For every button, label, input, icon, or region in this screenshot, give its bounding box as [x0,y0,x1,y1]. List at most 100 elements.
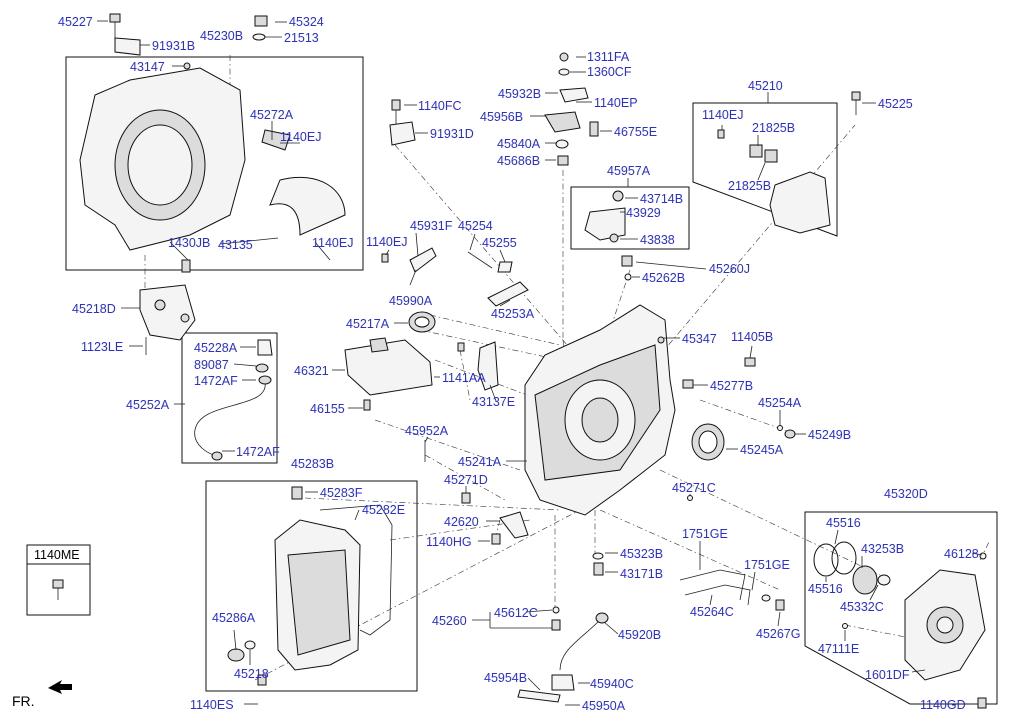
part-label-45227: 45227 [58,15,93,29]
oil-filter-46321 [344,337,433,411]
oil-pan-part [227,486,393,686]
part-label-45217A: 45217A [346,317,390,331]
part-label-45686B: 45686B [497,154,540,168]
bracket-group-box [570,186,690,250]
part-label-45264C: 45264C [690,605,734,619]
part-label-1601DF: 1601DF [865,668,910,682]
part-label-42620: 42620 [444,515,479,529]
speed-sensor-part [544,52,599,166]
part-label-45255: 45255 [482,236,517,250]
mount-bracket-part [139,284,196,355]
part-label-45228A: 45228A [194,341,238,355]
part-label-1141AA: 1141AA [442,371,486,385]
part-label-45262B: 45262B [642,271,685,285]
part-label-46128: 46128 [944,547,979,561]
part-label-45954B: 45954B [484,671,527,685]
part-label-45952A: 45952A [405,424,449,438]
part-number-labels: 45227 45324 91931B 45230B 21513 43147 45… [58,15,979,713]
part-label-45324: 45324 [289,15,324,29]
part-label-47111E: 47111E [818,642,859,656]
transaxle-case-part [524,304,756,516]
part-label-45516-a: 45516 [826,516,861,530]
part-label-46321: 46321 [294,364,329,378]
cover-group-box [692,102,838,237]
part-label-45218D: 45218D [72,302,116,316]
part-label-45956B: 45956B [480,110,523,124]
front-label: FR. [12,693,35,709]
part-label-1140HG: 1140HG [426,535,472,549]
part-label-45931F: 45931F [410,219,453,233]
oil-hose-part [194,339,273,461]
part-label-45271D: 45271D [444,473,488,487]
part-label-43171B: 43171B [620,567,663,581]
part-label-45252A: 45252A [126,398,170,412]
front-arrow-icon [48,680,72,694]
part-label-45516-b: 45516 [808,582,843,596]
part-label-45271C: 45271C [672,481,716,495]
part-label-1751GE-b: 1751GE [744,558,790,572]
part-label-45254A: 45254A [758,396,802,410]
part-label-45249B: 45249B [808,428,851,442]
part-label-45920B: 45920B [618,628,661,642]
part-label-45347: 45347 [682,332,717,346]
part-label-21825B-a: 21825B [752,121,795,135]
part-label-45282E: 45282E [362,503,405,517]
rear-cover-45320D [813,541,987,709]
part-label-45260J: 45260J [709,262,750,276]
part-label-43135: 43135 [218,238,253,252]
part-label-45283B: 45283B [291,457,334,471]
part-label-1140FC: 1140FC [418,99,462,113]
legend-code: 1140ME [34,548,80,562]
legend-box [26,544,91,616]
bracket-45957A-part [584,190,633,281]
legend-bolt-icon [52,579,64,600]
part-label-91931D: 91931D [430,127,474,141]
converter-housing-group-box [65,56,364,271]
part-label-43838: 43838 [640,233,675,247]
part-label-45990A: 45990A [389,294,433,308]
leader-lines [97,20,983,706]
part-label-45254: 45254 [458,219,493,233]
oil-seal-45217A [408,311,436,333]
shift-lever-parts [381,247,529,307]
part-label-45272A: 45272A [250,108,294,122]
part-label-1123LE: 1123LE [81,340,123,354]
part-label-1140ES: 1140ES [190,698,234,712]
hose-group-box [181,332,278,464]
part-label-1140GD: 1140GD [920,698,966,712]
part-label-45218: 45218 [234,667,269,681]
plug-45323B [592,552,604,576]
part-label-45225: 45225 [878,97,913,111]
part-label-43137E: 43137E [472,395,515,409]
part-label-1140EP: 1140EP [594,96,638,110]
part-label-91931B: 91931B [152,39,195,53]
part-label-45245A: 45245A [740,443,784,457]
oil-pan-group-box [205,480,418,692]
part-label-1360CF: 1360CF [587,65,632,79]
part-label-43253B: 43253B [861,542,904,556]
part-label-45241A: 45241A [458,455,502,469]
part-label-1140EJ-c: 1140EJ [702,108,743,122]
part-label-1311FA: 1311FA [587,50,630,64]
part-label-45940C: 45940C [590,677,634,691]
part-label-45932B: 45932B [498,87,541,101]
side-cover-45210-part [717,91,861,234]
oil-cooler-line-parts [517,606,609,703]
part-label-1140EJ-d: 1140EJ [366,235,407,249]
part-label-46755E: 46755E [614,125,657,139]
part-label-45260: 45260 [432,614,467,628]
part-label-45612C: 45612C [494,606,538,620]
part-label-45320D: 45320D [884,487,928,501]
part-label-1472AF-a: 1472AF [194,374,238,388]
part-label-45332C: 45332C [840,600,884,614]
part-label-1140EJ-b: 1140EJ [312,236,353,250]
oil-seal-45245A [691,423,796,461]
part-label-45950A: 45950A [582,699,626,713]
part-label-1430JB: 1430JB [168,236,210,250]
part-label-45840A: 45840A [497,137,541,151]
cooler-pipes-45264C [679,569,785,611]
baffle-43137E [457,341,499,391]
part-label-43929: 43929 [626,206,661,220]
